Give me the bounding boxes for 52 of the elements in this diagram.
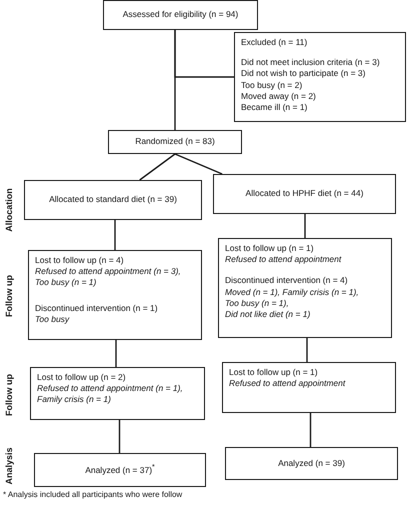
step-detail: Refused to attend appointment [225,254,342,266]
process-box [213,174,396,214]
connector-line [310,413,312,447]
process-box [222,362,396,413]
step-title: Randomized (n = 83) [135,136,215,148]
step-title: Lost to follow up (n = 2) [37,372,126,384]
step-title: Analyzed (n = 39) [278,458,345,470]
step-title: Assessed for eligibility (n = 94) [122,9,238,21]
step-title: Lost to follow up (n = 1) [225,243,314,254]
connector-line [306,338,308,362]
step-detail: Too busy (n = 1) [35,277,96,289]
process-box [28,250,202,340]
stage-label: Follow up [4,275,14,317]
connector-line [118,420,120,453]
step-detail: Refused to attend appointment (n = 1), [37,383,183,394]
connector-line [115,340,117,367]
step-detail: Too busy (n = 2) [241,80,302,91]
stage-label: Analysis [4,447,14,485]
process-box [225,447,398,480]
step-title: Excluded (n = 11) [241,37,308,48]
step-detail: Became ill (n = 1) [241,102,308,114]
step-title: Allocated to standard diet (n = 39) [49,194,177,206]
step-detail: Refused to attend appointment (n = 3), [35,266,181,278]
process-box [24,180,202,220]
connector-line [304,214,306,238]
process-box [218,238,392,338]
process-box [108,130,242,154]
step-detail: Discontinued intervention (n = 1) [35,302,158,314]
process-box [30,367,205,420]
step-title: Allocated to HPHF diet (n = 44) [246,188,364,200]
step-title: Lost to follow up (n = 1) [229,367,318,378]
step-detail: Family crisis (n = 1) [37,394,111,406]
step-detail: Discontinued intervention (n = 4) [225,275,348,287]
connector-line [114,220,116,250]
stage-label: Allocation [4,188,14,232]
step-detail: Moved away (n = 2) [241,90,316,102]
stage-label: Follow up [4,374,14,416]
step-detail: Did not like diet (n = 1) [225,309,310,320]
step-title: Lost to follow up (n = 4) [35,255,124,266]
step-detail: Did not wish to participate (n = 3) [241,68,366,80]
process-box [34,453,206,487]
step-detail: Moved (n = 1), Family crisis (n = 1), [225,286,359,298]
step-detail: Did not meet inclusion criteria (n = 3) [241,57,380,68]
connector-line [174,153,222,175]
process-box [103,0,258,30]
connector-line [139,153,176,181]
step-detail: Refused to attend appointment [229,378,346,390]
step-title: Analyzed (n = 37)$^{*}$ [85,463,155,477]
step-detail: Too busy [35,314,70,326]
process-box [234,32,406,122]
connector-line [174,30,176,130]
step-detail: Too busy (n = 1), [225,298,289,310]
